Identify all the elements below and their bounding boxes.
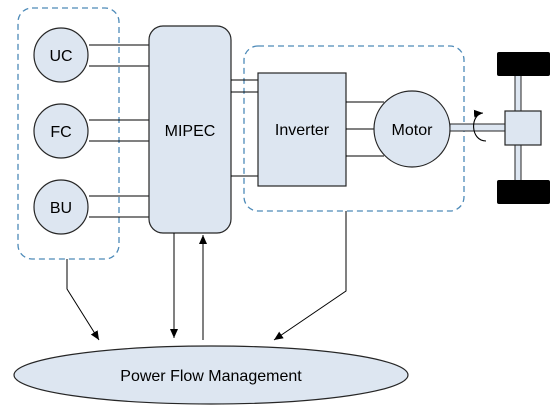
- inverter-block: Inverter: [257, 72, 347, 187]
- wheel-top: [497, 52, 550, 76]
- mipec-label: MIPEC: [165, 123, 216, 140]
- drive-to-management-arrow: [273, 211, 347, 341]
- motor-label: Motor: [392, 122, 434, 139]
- sources-to-management-arrow: [66, 259, 100, 341]
- motor: Motor: [373, 90, 451, 168]
- power-flow-management: Power Flow Management: [13, 345, 409, 405]
- source-uc-label: UC: [49, 48, 72, 65]
- source-fc: FC: [33, 103, 89, 159]
- flow-arrows: [66, 211, 347, 341]
- source-connection-lines: [89, 44, 149, 218]
- inverter-label: Inverter: [275, 122, 330, 139]
- inverter-to-motor-lines: [346, 101, 384, 157]
- axle-assembly: [497, 52, 550, 204]
- source-uc: UC: [33, 27, 89, 83]
- wheel-bottom: [497, 180, 550, 204]
- mipec-block: MIPEC: [148, 25, 232, 234]
- source-fc-label: FC: [50, 124, 71, 141]
- power-flow-management-label: Power Flow Management: [120, 368, 302, 385]
- source-bu-label: BU: [50, 200, 72, 217]
- source-bu: BU: [33, 179, 89, 235]
- motor-shaft: [449, 123, 507, 132]
- rotation-arrow-icon: [473, 109, 487, 142]
- converter-to-inverter-lines: [231, 79, 258, 177]
